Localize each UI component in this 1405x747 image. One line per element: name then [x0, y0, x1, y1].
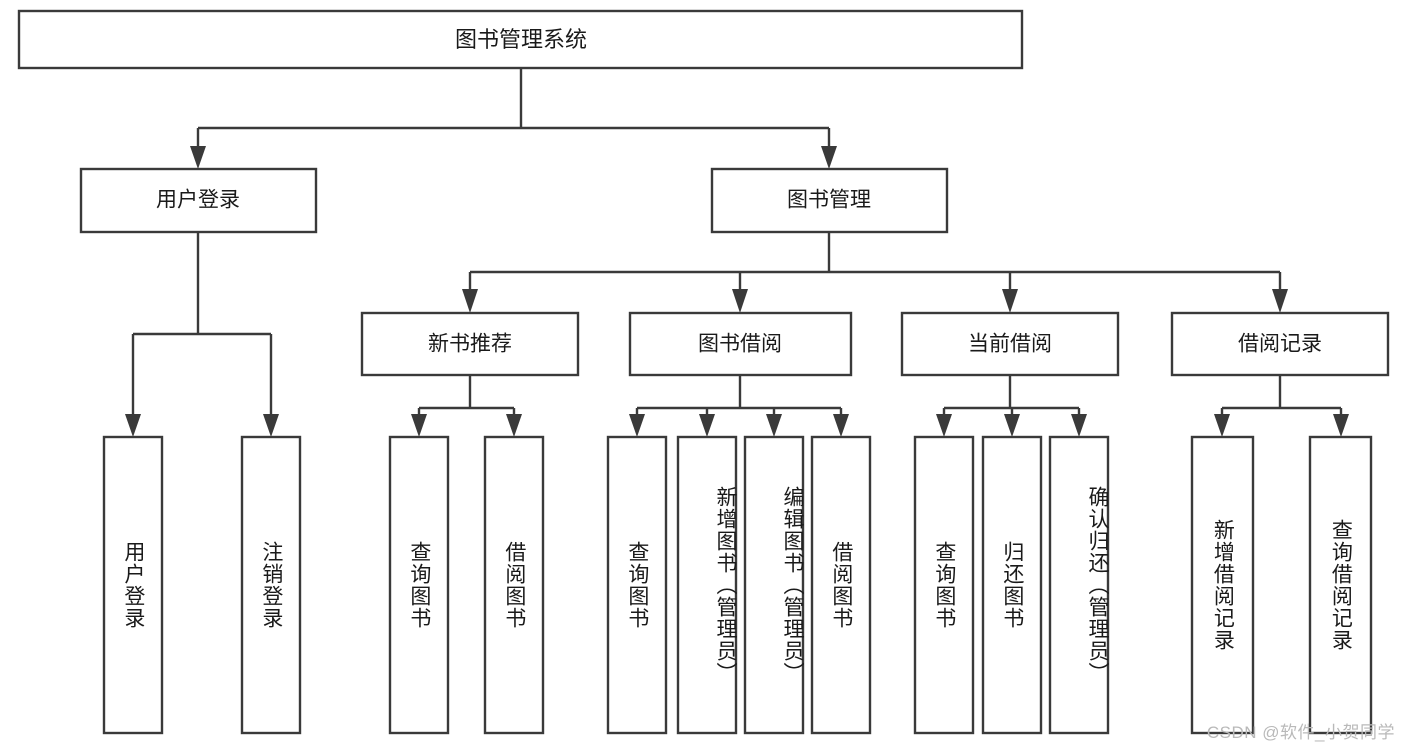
connector-userlogin-to-leaves — [131, 232, 273, 425]
leaf-box-confirm-return[interactable] — [1048, 435, 1110, 735]
node-new-book-rec[interactable]: 新书推荐 — [360, 311, 580, 377]
arrow-bookborrow-leaf-4 — [833, 414, 849, 437]
node-borrow-record-box[interactable] — [1170, 311, 1390, 377]
leaf-box-query-book-3[interactable] — [913, 435, 975, 735]
arrow-bookmanage-bookborrow — [732, 289, 748, 313]
node-book-manage-box[interactable] — [710, 167, 949, 234]
node-book-borrow-box[interactable] — [628, 311, 853, 377]
leaf-box-borrow-book-2[interactable] — [810, 435, 872, 735]
arrow-newbook-leaf-1 — [411, 414, 427, 437]
node-book-borrow-label: 图书借阅 — [698, 333, 782, 356]
arrow-root-to-book-manage — [821, 146, 837, 169]
arrow-bookmanage-newbook — [462, 289, 478, 313]
connector-newbook-to-leaves — [417, 375, 516, 425]
leaf-box-add-record[interactable] — [1190, 435, 1255, 735]
arrow-bookborrow-leaf-1 — [629, 414, 645, 437]
arrow-currentborrow-leaf-2 — [1004, 414, 1020, 437]
arrow-newbook-leaf-2 — [506, 414, 522, 437]
arrow-bookmanage-currentborrow — [1002, 289, 1018, 313]
arrow-bookborrow-leaf-3 — [766, 414, 782, 437]
connector-borrowrecord-to-leaves — [1220, 375, 1343, 425]
connector-bookmanage-to-level3 — [468, 232, 1282, 300]
node-borrow-record[interactable]: 借阅记录 — [1170, 311, 1390, 377]
node-book-manage[interactable]: 图书管理 — [710, 167, 949, 234]
node-borrow-record-label: 借阅记录 — [1238, 333, 1322, 356]
node-user-login-box[interactable] — [79, 167, 318, 234]
connector-root-to-level2 — [196, 68, 831, 158]
node-book-manage-label: 图书管理 — [787, 189, 871, 212]
node-root[interactable]: 图书管理系统 — [17, 9, 1024, 70]
arrow-borrowrecord-leaf-1 — [1214, 414, 1230, 437]
leaf-boxes — [102, 435, 1373, 735]
arrow-borrowrecord-leaf-2 — [1333, 414, 1349, 437]
watermark-text: CSDN @软件_小贺同学 — [1206, 723, 1395, 742]
node-root-label: 图书管理系统 — [455, 27, 587, 52]
node-user-login-label: 用户登录 — [156, 189, 240, 212]
node-current-borrow-label: 当前借阅 — [968, 333, 1052, 356]
arrow-bookmanage-borrowrecord — [1272, 289, 1288, 313]
leaf-box-add-book[interactable] — [676, 435, 738, 735]
node-new-book-rec-label: 新书推荐 — [428, 333, 512, 356]
leaf-box-edit-book[interactable] — [743, 435, 805, 735]
arrow-currentborrow-leaf-1 — [936, 414, 952, 437]
node-book-borrow[interactable]: 图书借阅 — [628, 311, 853, 377]
arrow-currentborrow-leaf-3 — [1071, 414, 1087, 437]
arrow-root-to-user-login — [190, 146, 206, 169]
connector-group — [125, 68, 1349, 437]
node-current-borrow-box[interactable] — [900, 311, 1120, 377]
node-root-box[interactable] — [17, 9, 1024, 70]
leaf-box-query-book-1[interactable] — [388, 435, 450, 735]
arrow-userlogin-leaf-2 — [263, 414, 279, 437]
arrow-userlogin-leaf-1 — [125, 414, 141, 437]
node-user-login[interactable]: 用户登录 — [79, 167, 318, 234]
arrow-bookborrow-leaf-2 — [699, 414, 715, 437]
connector-bookborrow-to-leaves — [635, 375, 843, 425]
leaf-box-return-book[interactable] — [981, 435, 1043, 735]
leaf-box-borrow-book-1[interactable] — [483, 435, 545, 735]
node-new-book-rec-box[interactable] — [360, 311, 580, 377]
leaf-box-query-book-2[interactable] — [606, 435, 668, 735]
leaf-box-logout[interactable] — [240, 435, 302, 735]
leaf-box-user-login[interactable] — [102, 435, 164, 735]
leaf-box-query-record[interactable] — [1308, 435, 1373, 735]
node-current-borrow[interactable]: 当前借阅 — [900, 311, 1120, 377]
